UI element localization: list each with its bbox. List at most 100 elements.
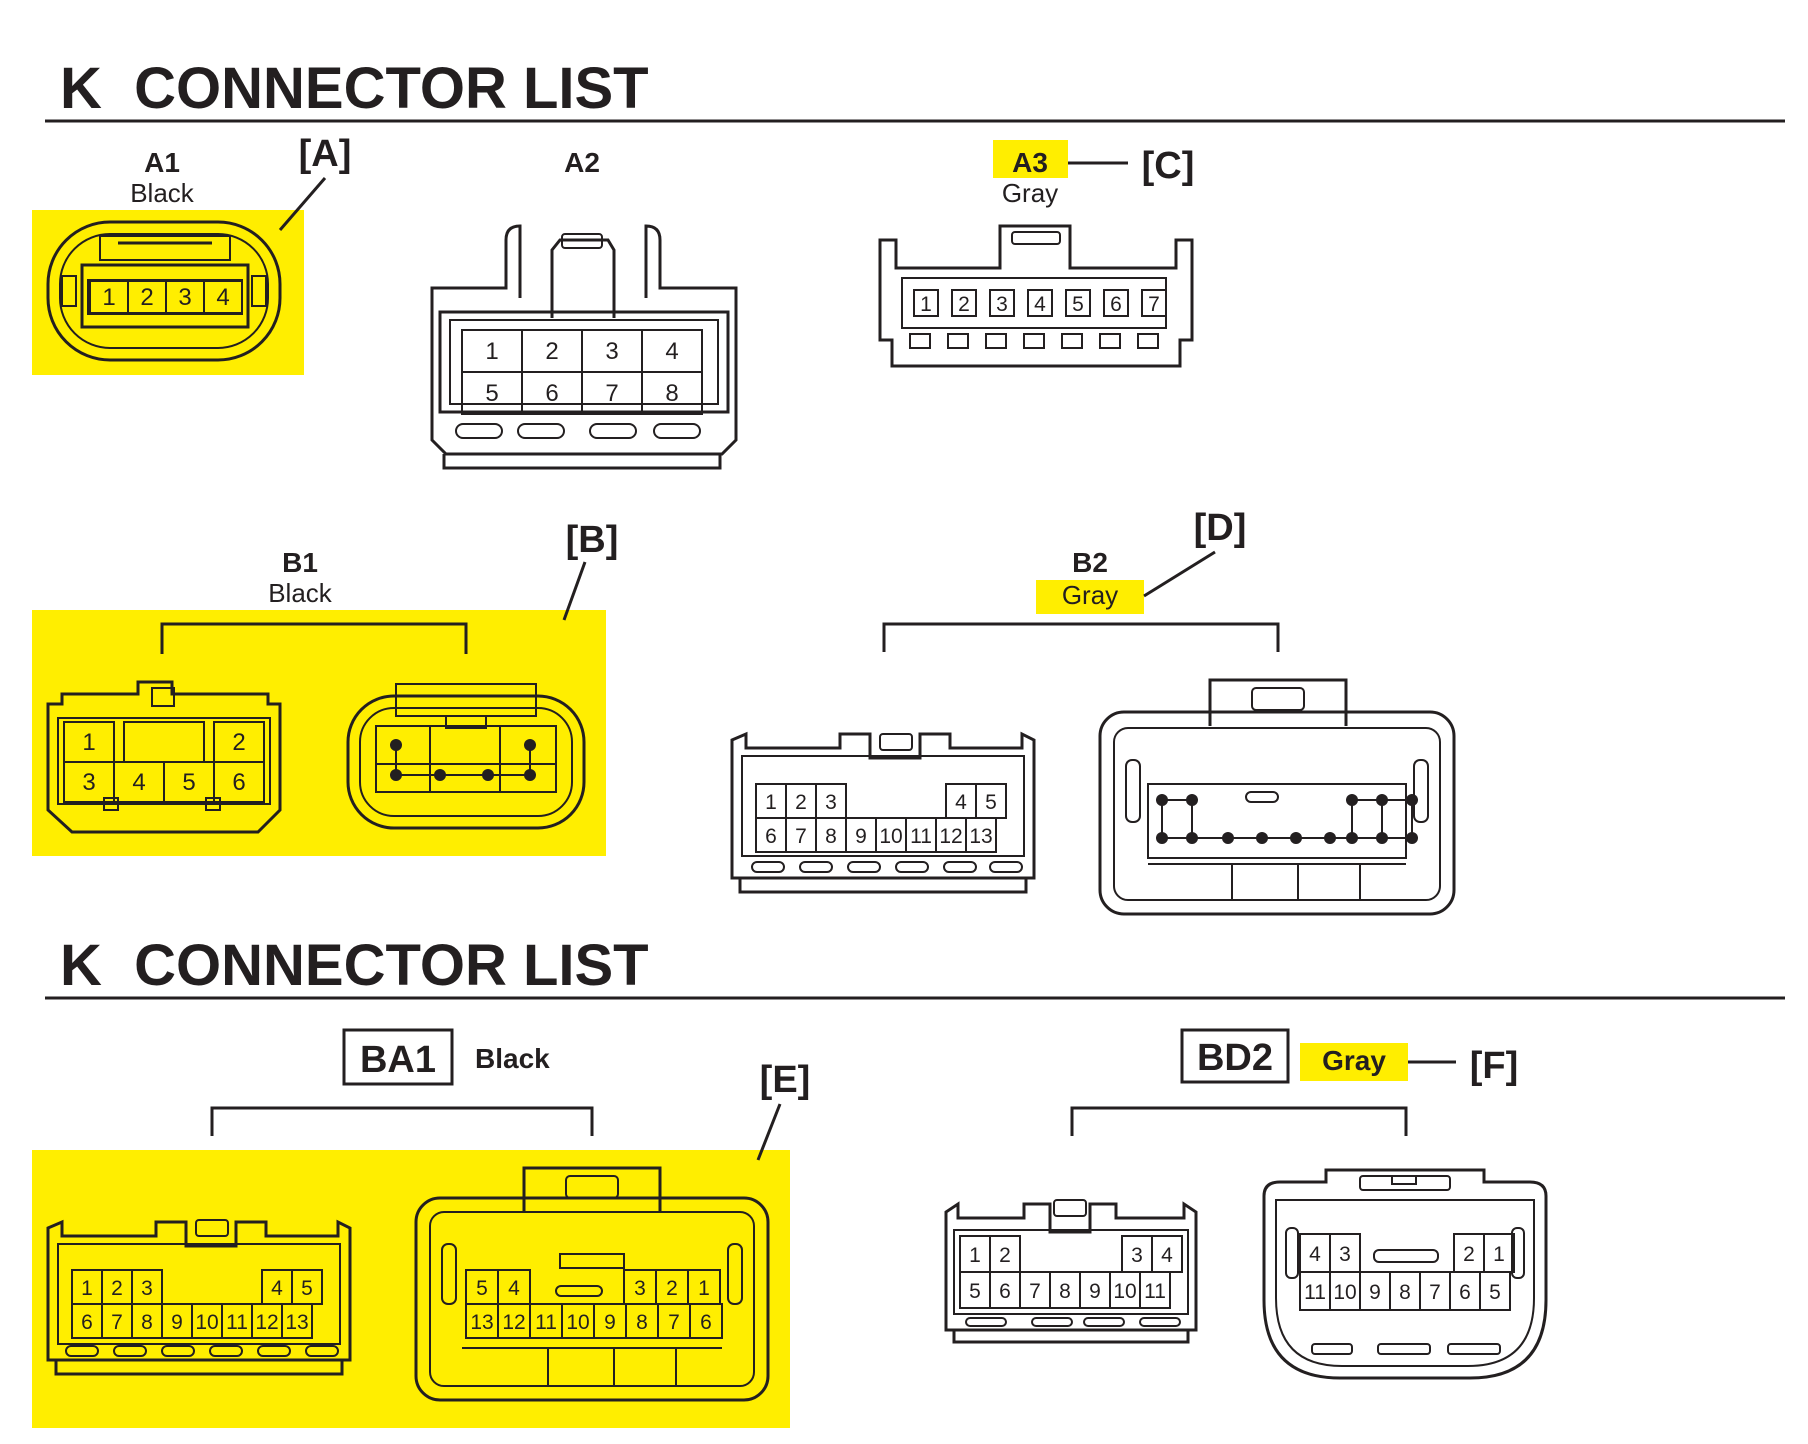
connector-b1-leader bbox=[562, 561, 587, 621]
pin-number: 4 bbox=[508, 1277, 520, 1300]
connector-bd2-bracket bbox=[1070, 1106, 1408, 1136]
connector-a1-tag: [A] bbox=[299, 133, 352, 175]
connector-b1-male-housing bbox=[46, 680, 282, 834]
pin-cell bbox=[641, 371, 703, 415]
connector-b2-female-housing bbox=[1098, 678, 1456, 916]
pin-number: 4 bbox=[955, 791, 967, 814]
connector-a3-tag: [C] bbox=[1142, 145, 1195, 187]
pin-number: 5 bbox=[182, 769, 195, 796]
pin-number: 8 bbox=[825, 825, 837, 848]
connector-b1-bracket bbox=[160, 622, 468, 654]
pin-number: 12 bbox=[939, 825, 962, 848]
connector-ba1-leader bbox=[756, 1103, 782, 1161]
pin-number: 2 bbox=[1463, 1243, 1475, 1266]
highlight-ba1 bbox=[32, 1150, 790, 1428]
pin-number: 1 bbox=[485, 338, 498, 365]
pin-number: 3 bbox=[996, 293, 1008, 316]
pin-number: 1 bbox=[920, 293, 932, 316]
pin-number: 1 bbox=[102, 284, 115, 311]
pin-number: 9 bbox=[1369, 1281, 1381, 1304]
pin-number: 5 bbox=[476, 1277, 488, 1300]
section-title-2: K CONNECTOR LIST bbox=[60, 933, 649, 998]
pin-number: 7 bbox=[1429, 1281, 1441, 1304]
connector-bd2-female-housing bbox=[1262, 1168, 1548, 1380]
pin-number: 6 bbox=[1459, 1281, 1471, 1304]
pin-number: 6 bbox=[999, 1280, 1011, 1303]
pin-number: 4 bbox=[216, 284, 229, 311]
pin-number: 10 bbox=[195, 1311, 218, 1334]
connector-b2-id: B2 bbox=[1072, 547, 1108, 578]
pin-number: 7 bbox=[111, 1311, 123, 1334]
pin-number: 3 bbox=[178, 284, 191, 311]
pin-number: 6 bbox=[700, 1311, 712, 1334]
pin-number: 3 bbox=[82, 769, 95, 796]
pin-cell bbox=[1141, 289, 1167, 317]
pin-number: 7 bbox=[668, 1311, 680, 1334]
pin-cell bbox=[213, 761, 265, 803]
pin-number: 2 bbox=[999, 1244, 1011, 1267]
connector-b1-tag: [B] bbox=[566, 519, 619, 561]
connector-a2-housing bbox=[430, 224, 738, 470]
connector-b2-female-shorting-bar bbox=[1156, 794, 1418, 844]
pin-number: 10 bbox=[566, 1311, 589, 1334]
connector-b2-color: Gray bbox=[1062, 580, 1118, 610]
connector-b2-tag: [D] bbox=[1194, 507, 1247, 549]
pin-cell bbox=[203, 280, 243, 314]
pin-number: 9 bbox=[604, 1311, 616, 1334]
connector-b2-male-housing bbox=[730, 731, 1036, 894]
connector-a3-color: Gray bbox=[1002, 178, 1058, 208]
connector-ba1-tag: [E] bbox=[760, 1059, 811, 1101]
pin-number: 10 bbox=[1113, 1280, 1136, 1303]
pin-cell bbox=[913, 289, 939, 317]
connector-a1-id: A1 bbox=[144, 147, 180, 178]
connector-b1-female-housing bbox=[346, 683, 586, 830]
pin-number: 4 bbox=[1161, 1244, 1173, 1267]
pin-number: 3 bbox=[634, 1277, 646, 1300]
pin-number: 13 bbox=[470, 1311, 493, 1334]
pin-number: 1 bbox=[765, 791, 777, 814]
pin-number: 2 bbox=[545, 338, 558, 365]
pin-number: 2 bbox=[795, 791, 807, 814]
pin-latch bbox=[1099, 333, 1121, 349]
pin-latch bbox=[1137, 333, 1159, 349]
pin-cell bbox=[1103, 289, 1129, 317]
pin-cell bbox=[965, 817, 997, 853]
connector-b1-color: Black bbox=[268, 578, 333, 608]
pin-number: 12 bbox=[502, 1311, 525, 1334]
pin-cell bbox=[1479, 1271, 1511, 1311]
pin-cell bbox=[281, 1303, 313, 1339]
pin-number: 1 bbox=[82, 729, 95, 756]
pin-cell bbox=[989, 289, 1015, 317]
pin-number: 7 bbox=[605, 380, 618, 407]
connector-ba1-id: BA1 bbox=[360, 1039, 436, 1081]
highlight-a3-id bbox=[993, 140, 1068, 178]
pin-number: 2 bbox=[140, 284, 153, 311]
pin-number: 10 bbox=[879, 825, 902, 848]
pin-number: 3 bbox=[605, 338, 618, 365]
pin-number: 6 bbox=[1110, 293, 1122, 316]
pin-number: 12 bbox=[255, 1311, 278, 1334]
lock-slot bbox=[123, 721, 205, 763]
pin-number: 11 bbox=[535, 1311, 557, 1334]
pin-number: 4 bbox=[271, 1277, 283, 1300]
pin-latch bbox=[985, 333, 1007, 349]
pin-number: 8 bbox=[636, 1311, 648, 1334]
connector-a2-id: A2 bbox=[564, 147, 600, 178]
pin-number: 4 bbox=[665, 338, 678, 365]
pin-number: 9 bbox=[171, 1311, 183, 1334]
connector-ba1-male-housing bbox=[46, 1219, 352, 1376]
connector-b1-id: B1 bbox=[282, 547, 318, 578]
pin-number: 6 bbox=[765, 825, 777, 848]
connector-ba1-color: Black bbox=[475, 1043, 550, 1074]
pin-cell bbox=[689, 1303, 723, 1339]
pin-number: 5 bbox=[301, 1277, 313, 1300]
pin-number: 1 bbox=[969, 1244, 981, 1267]
